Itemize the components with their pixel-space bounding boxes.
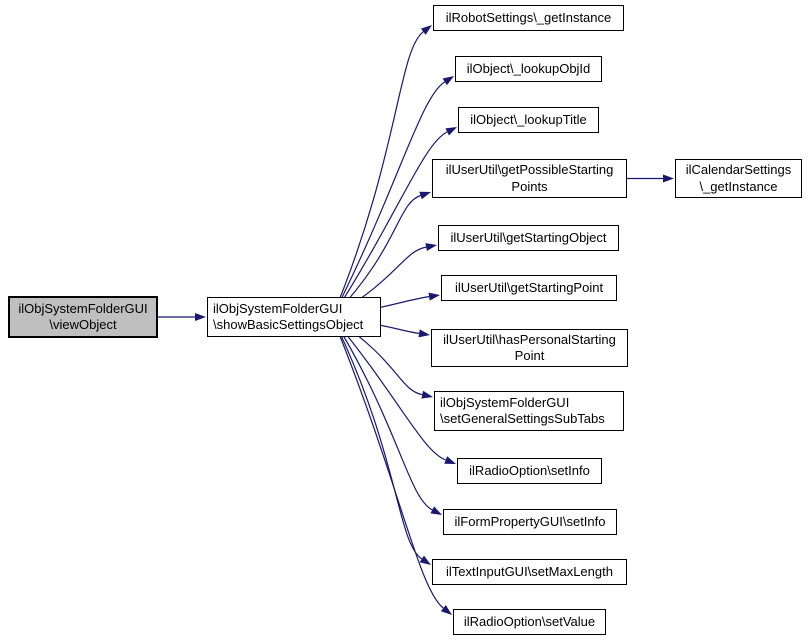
graph-node-label: ilRadioOption\setInfo [469,462,590,478]
arrowhead-icon [419,191,431,200]
graph-node-user-util-get-possible-starting-points[interactable]: ilUserUtil\getPossibleStarting Points [432,159,627,198]
call-edge-show-basic-settings-object-to-radio-option-set-info [331,316,446,461]
graph-node-label: ilObjSystemFolderGUI \viewObject [18,300,148,333]
graph-node-view-object[interactable]: ilObjSystemFolderGUI \viewObject [8,296,158,338]
graph-node-show-basic-settings-object[interactable]: ilObjSystemFolderGUI \showBasicSettingsO… [207,297,381,337]
graph-node-form-property-gui-set-info[interactable]: ilFormPropertyGUI\setInfo [443,509,617,535]
call-edge-show-basic-settings-object-to-radio-option-set-value [331,316,444,609]
arrowhead-icon [421,390,433,399]
call-edge-show-basic-settings-object-to-object-lookup-obj-id [331,81,446,318]
graph-node-label: ilUserUtil\getStartingObject [450,229,607,245]
arrowhead-icon [420,25,432,35]
graph-node-label: ilObjSystemFolderGUI \setGeneralSettings… [440,394,605,427]
arrowhead-icon [419,555,431,565]
graph-node-user-util-has-personal-starting-point[interactable]: ilUserUtil\hasPersonalStarting Point [431,329,628,367]
arrowhead-icon [445,127,457,136]
graph-node-radio-option-set-value[interactable]: ilRadioOption\setValue [453,609,606,635]
call-edge-show-basic-settings-object-to-form-property-gui-set-info [331,316,433,511]
arrowhead-icon [442,76,454,86]
graph-node-label: ilUserUtil\hasPersonalStarting Point [443,331,616,364]
arrowhead-icon [430,506,442,515]
graph-node-set-general-settings-sub-tabs[interactable]: ilObjSystemFolderGUI \setGeneralSettings… [434,391,624,431]
graph-node-label: ilRobotSettings\_getInstance [445,9,612,25]
graph-node-label: ilObject\_lookupObjId [466,60,591,76]
graph-node-calendar-settings-get-instance[interactable]: ilCalendarSettings \_getInstance [675,159,802,198]
graph-node-label: ilUserUtil\getStartingPoint [454,279,604,295]
call-edge-show-basic-settings-object-to-user-util-get-possible-starting-points [331,194,421,318]
graph-node-label: ilCalendarSettings \_getInstance [685,162,792,194]
graph-node-label: ilRadioOption\setValue [463,613,596,629]
graph-node-radio-option-set-info[interactable]: ilRadioOption\setInfo [457,458,602,484]
arrowhead-icon [444,456,456,464]
arrowhead-icon [195,313,206,321]
arrowhead-icon [440,605,452,615]
graph-node-robot-settings-get-instance[interactable]: ilRobotSettings\_getInstance [433,5,624,31]
arrowhead-icon [663,174,674,183]
graph-node-user-util-get-starting-object[interactable]: ilUserUtil\getStartingObject [438,225,619,251]
graph-node-label: ilObjSystemFolderGUI \showBasicSettingsO… [213,300,364,333]
arrowhead-icon [418,329,430,338]
graph-node-text-input-gui-set-max-length[interactable]: ilTextInputGUI\setMaxLength [432,559,627,585]
graph-node-label: ilFormPropertyGUI\setInfo [454,513,606,529]
graph-node-label: ilUserUtil\getPossibleStarting Points [445,162,614,194]
call-edge-show-basic-settings-object-to-object-lookup-title [331,131,448,318]
graph-node-user-util-get-starting-point[interactable]: ilUserUtil\getStartingPoint [441,275,617,301]
graph-node-label: ilObject\_lookupTitle [470,111,587,127]
call-edge-show-basic-settings-object-to-robot-settings-get-instance [331,31,424,318]
graph-node-label: ilTextInputGUI\setMaxLength [446,563,613,579]
graph-node-object-lookup-obj-id[interactable]: ilObject\_lookupObjId [455,56,602,82]
arrowhead-icon [425,243,437,251]
graph-node-object-lookup-title[interactable]: ilObject\_lookupTitle [458,107,599,133]
arrowhead-icon [428,292,440,301]
